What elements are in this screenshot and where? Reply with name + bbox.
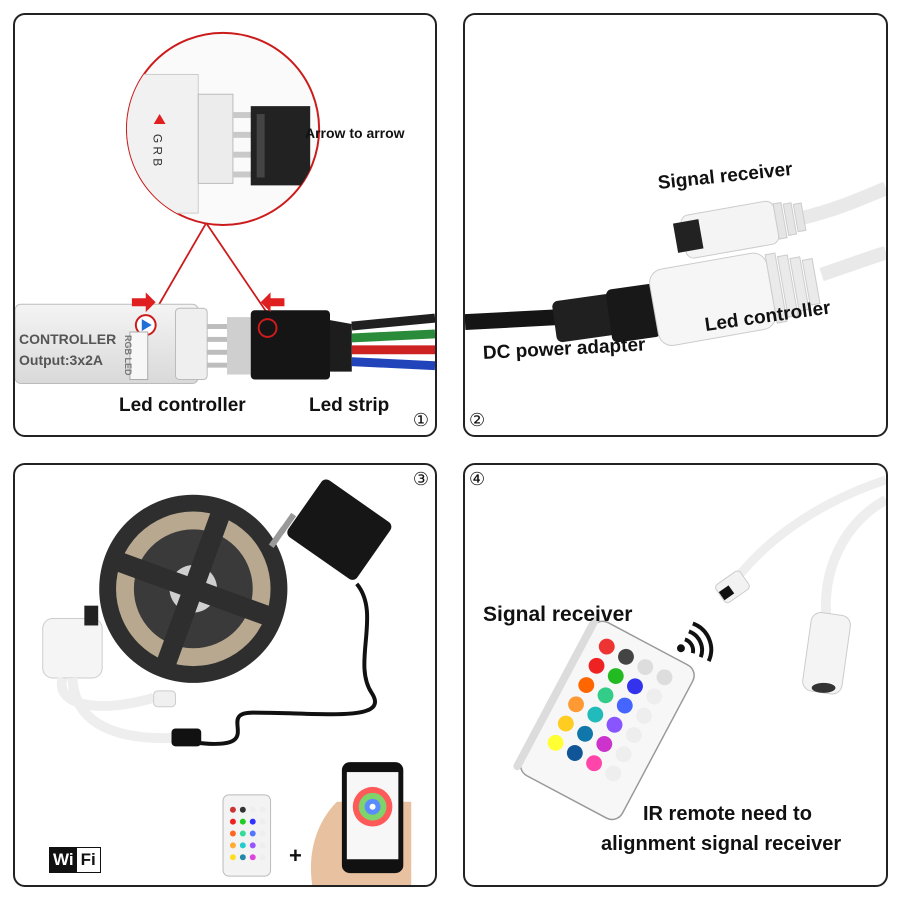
led-controller-label: Led controller [119, 395, 246, 416]
controller-strip-illustration: G R B [15, 31, 435, 384]
led-strip-label: Led strip [309, 395, 390, 416]
panel-power-connection: Signal receiver Led controller DC power … [463, 13, 888, 437]
panel-number-4: ④ [469, 469, 486, 489]
ir-remote-note-line2: alignment signal receiver [601, 833, 842, 855]
panel-ir-remote: ④ Signal receiver IR remote need to alig… [463, 463, 888, 887]
rgb-led-badge: RGB LED [123, 335, 133, 376]
wifi-logo-f: Fi [76, 848, 100, 872]
power-adapter-illustration [465, 181, 886, 346]
device-output-text: Output:3x2A [19, 352, 103, 368]
pin-letters: G R B [151, 134, 165, 166]
panel-kit-contents: ③ Wi Fi + [13, 463, 437, 887]
ir-remote-note-line1: IR remote need to [643, 803, 812, 825]
device-controller-text: CONTROLLER [19, 331, 117, 347]
panel-controller-connection: G R B Arrow to arrow CONTROLLER Output:3… [13, 13, 437, 437]
panel-number-1: ① [412, 410, 429, 430]
arrow-to-arrow-callout: Arrow to arrow [305, 125, 405, 141]
kit-illustration [42, 479, 412, 885]
panel-number-3: ③ [412, 469, 429, 489]
ir-remote-illustration [513, 475, 886, 821]
panel-number-2: ② [469, 410, 486, 430]
plus-sign: + [289, 843, 302, 868]
wifi-logo-w: Wi [50, 848, 77, 872]
signal-receiver-label: Signal receiver [483, 603, 633, 626]
wifi-logo: Wi Fi [49, 847, 101, 873]
